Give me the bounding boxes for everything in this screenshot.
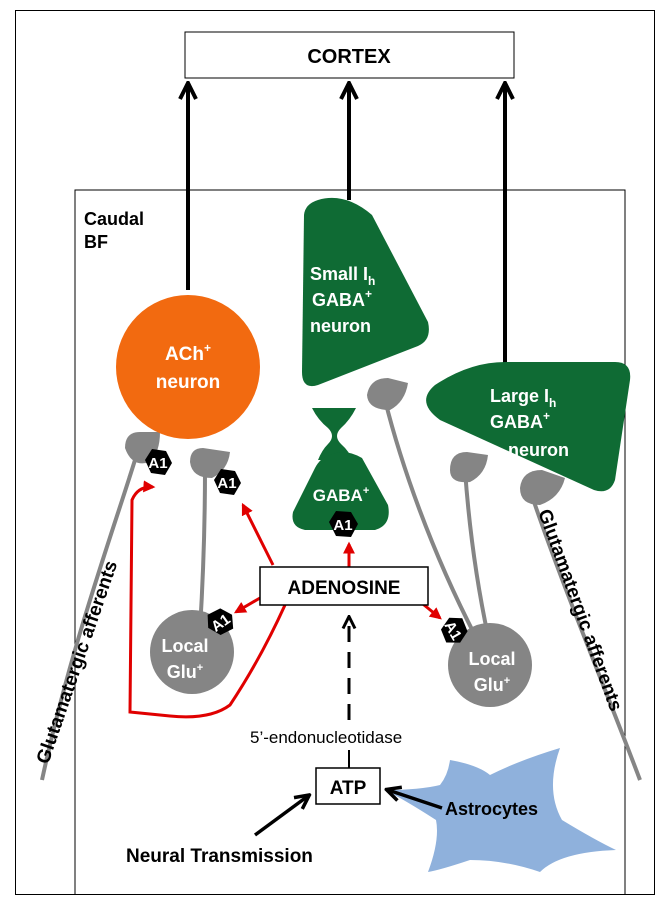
local-glu-right: Local Glu+: [448, 623, 532, 707]
small-gaba-line2: GABA+: [312, 287, 372, 310]
adenosine-box: ADENOSINE: [259, 566, 429, 606]
region-label: Caudal BF: [84, 209, 144, 252]
region-label-line2: BF: [84, 232, 108, 252]
arrow-loop-to-a1-afferent: [128, 480, 287, 719]
afferent-fiber-right: [528, 489, 642, 781]
terminal-local-glu-right: [450, 452, 488, 483]
local-glu-left-axon: [198, 469, 207, 631]
local-glu-left: Local Glu+: [150, 610, 234, 694]
large-gaba-line1: Large Ih: [490, 386, 556, 410]
small-gaba-line1: Small Ih: [310, 264, 375, 288]
adenosine-action-arrows: [128, 480, 442, 719]
cortex-box: CORTEX: [184, 31, 515, 79]
terminal-small-gaba: [367, 378, 408, 410]
a1-receptor-gaba: A1: [329, 511, 358, 537]
ach-neuron-line1: ACh+: [165, 341, 211, 365]
cortex-label: CORTEX: [307, 46, 391, 68]
atp-box: ATP: [315, 767, 381, 805]
gaba-interneuron: GABA+: [292, 408, 389, 530]
astrocytes-label: Astrocytes: [445, 799, 538, 819]
small-gaba-line3: neuron: [310, 316, 371, 336]
region-label-line1: Caudal: [84, 209, 144, 229]
caudal-bf-frame: [15, 10, 655, 895]
atp-label: ATP: [330, 778, 367, 799]
terminal-afferent-right: [520, 470, 565, 505]
astrocyte-to-atp-arrow: [388, 790, 443, 810]
local-glu-left-line1: Local: [161, 636, 208, 656]
local-glu-right-line1: Local: [468, 649, 515, 669]
adenosine-label: ADENOSINE: [288, 578, 401, 599]
local-glu-right-line2: Glu+: [474, 675, 510, 695]
large-gaba-neuron: Large Ih GABA+ neuron: [426, 362, 631, 492]
ach-neuron: ACh+ neuron: [116, 295, 260, 439]
large-gaba-line2: GABA+: [490, 409, 550, 432]
neural-transmission-label: Neural Transmission: [126, 846, 313, 867]
a1-label: A1: [333, 517, 352, 534]
arrow-to-a1-local-glu-left: [233, 596, 261, 614]
a1-receptor-afferent: A1: [145, 449, 172, 475]
afferents-right-label: Glutamatergic afferents: [533, 507, 626, 715]
large-gaba-line3: neuron: [508, 440, 569, 460]
gaba-interneuron-label: GABA+: [313, 485, 370, 505]
terminal-local-glu-left: [190, 448, 230, 478]
a1-label: A1: [217, 475, 236, 492]
afferents-left-label: Glutamatergic afferents: [33, 558, 122, 767]
local-glu-left-line2: Glu+: [167, 662, 203, 682]
enzyme-label: 5’-endonucleotidase: [250, 728, 402, 747]
astrocyte: Astrocytes: [385, 748, 616, 872]
a1-receptor-ach-terminal: A1: [214, 469, 241, 495]
ach-neuron-line2: neuron: [156, 372, 220, 393]
neural-transmission-to-atp-arrow: [253, 796, 308, 837]
a1-label: A1: [148, 455, 167, 472]
afferent-fiber-left: [40, 459, 137, 781]
small-gaba-dendrite-fiber: [383, 399, 482, 646]
small-gaba-neuron: Small Ih GABA+ neuron: [302, 197, 429, 387]
arrow-to-a1-ach-terminal: [241, 502, 275, 566]
